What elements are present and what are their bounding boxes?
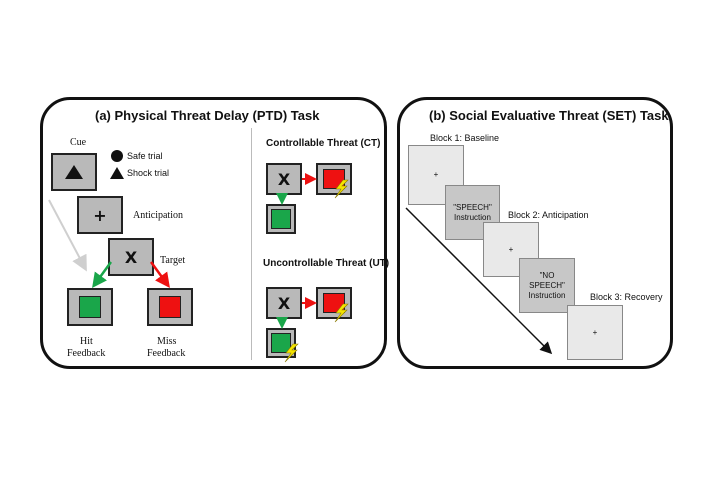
panel-divider <box>251 128 252 360</box>
green-square <box>271 209 291 229</box>
block2-label: Block 2: Anticipation <box>508 210 589 220</box>
target-symbol: X <box>277 293 291 313</box>
miss-feedback-label: Feedback <box>147 348 186 359</box>
plus-symbol: + <box>93 205 107 225</box>
nospeech-line1: "NO <box>539 270 555 280</box>
nospeech-line3: Instruction <box>528 290 566 300</box>
speech-line2: Instruction <box>454 212 491 222</box>
lightning-icon <box>334 179 349 199</box>
red-square <box>323 169 345 189</box>
ut-title: Uncontrollable Threat (UT) <box>263 258 390 269</box>
anticipation-box: + <box>77 196 123 234</box>
hit-label: Hit <box>80 336 93 347</box>
green-square <box>79 296 101 318</box>
lightning-icon <box>284 343 299 363</box>
block3-label: Block 3: Recovery <box>590 292 663 302</box>
red-square <box>159 296 181 318</box>
cue-box <box>51 153 97 191</box>
red-square <box>323 293 345 313</box>
triangle-icon <box>65 165 83 179</box>
threat-arrows <box>276 173 349 363</box>
miss-feedback-box <box>147 288 193 326</box>
nospeech-line2: SPEECH" <box>529 280 565 290</box>
lightning-icon <box>334 303 349 323</box>
ct-miss-box <box>316 163 352 195</box>
ut-target-box: X <box>266 287 302 319</box>
ct-hit-box <box>266 204 296 234</box>
safe-trial-label: Safe trial <box>127 151 163 161</box>
panel-set-task: (b) Social Evaluative Threat (SET) Task … <box>397 97 673 369</box>
anticipation-label: Anticipation <box>133 210 183 221</box>
recovery-box: + <box>567 305 623 360</box>
green-square <box>271 333 291 353</box>
nospeech-instruction-box: "NO SPEECH" Instruction <box>519 258 575 313</box>
circle-icon <box>111 150 123 162</box>
plus-symbol: + <box>433 170 439 179</box>
target-symbol: X <box>124 247 138 267</box>
cue-label: Cue <box>70 137 87 148</box>
miss-label: Miss <box>157 336 177 347</box>
plus-symbol: + <box>592 327 598 337</box>
target-symbol: X <box>277 169 291 189</box>
panel-b-title: (b) Social Evaluative Threat (SET) Task <box>429 108 669 123</box>
block1-label: Block 1: Baseline <box>430 133 500 143</box>
target-label: Target <box>160 255 186 266</box>
timeline-arrow <box>405 207 553 355</box>
ct-title: Controllable Threat (CT) <box>266 138 381 149</box>
time-arrow <box>48 199 87 272</box>
ut-miss-box <box>316 287 352 319</box>
miss-arrow <box>149 261 170 289</box>
target-box: X <box>108 238 154 276</box>
hit-feedback-label: Feedback <box>67 348 106 359</box>
hit-arrow <box>92 261 113 289</box>
shock-trial-label: Shock trial <box>127 168 170 178</box>
triangle-icon <box>110 167 124 179</box>
panel-ptd-task: (a) Physical Threat Delay (PTD) Task Cue… <box>40 97 390 369</box>
speech-line1: "SPEECH" <box>453 202 492 212</box>
panel-a-title: (a) Physical Threat Delay (PTD) Task <box>95 108 320 123</box>
plus-symbol: + <box>508 244 514 254</box>
sequence-arrows <box>48 199 170 289</box>
hit-feedback-box <box>67 288 113 326</box>
ut-hit-box <box>266 328 296 358</box>
